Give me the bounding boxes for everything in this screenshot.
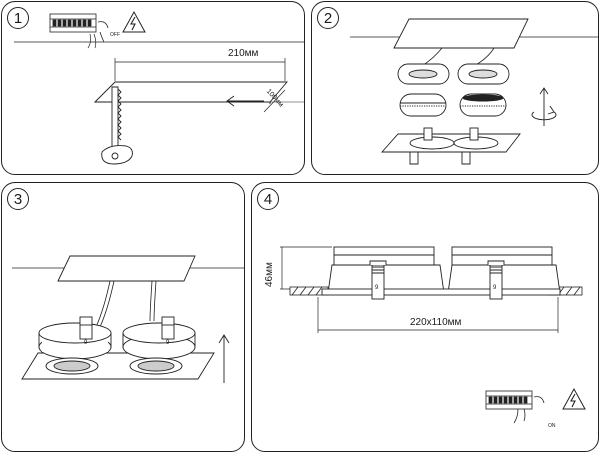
off-label: OFF xyxy=(110,32,120,38)
step-4-panel: 4 xyxy=(251,182,599,452)
fixture-frame xyxy=(380,127,521,165)
height-dimension xyxy=(280,246,332,290)
step-1-panel: 1 xyxy=(1,1,305,175)
step-4-drawing xyxy=(280,246,586,424)
step-3-panel: 3 xyxy=(1,182,245,452)
step-3-drawing xyxy=(12,255,244,383)
step-2-badge: 2 xyxy=(317,7,339,29)
step-1-drawing xyxy=(14,10,304,165)
clip-mark-left: 9 xyxy=(375,285,379,291)
double-fixture xyxy=(21,316,215,380)
lamp-left xyxy=(399,93,447,117)
step-1-badge: 1 xyxy=(7,7,29,29)
cut-direction-arrow xyxy=(226,95,264,107)
on-label: ON xyxy=(548,423,556,429)
lamp-right xyxy=(459,93,507,117)
electric-hazard-icon xyxy=(562,387,586,410)
circuit-breaker-on xyxy=(485,390,545,424)
length-dimension xyxy=(114,58,286,81)
clip-mark-right: 9 xyxy=(166,340,170,346)
ceiling-board xyxy=(393,18,529,49)
keyhole-saw-icon xyxy=(101,86,133,165)
driver-right xyxy=(457,63,510,85)
cutout-dimension xyxy=(317,297,559,333)
step-2-drawing xyxy=(350,18,598,165)
cutout-label: 220x110мм xyxy=(410,317,462,328)
rotate-arrow-icon xyxy=(531,87,557,126)
clip-mark-left: 9 xyxy=(84,340,88,346)
clip-mark-right: 9 xyxy=(493,285,497,291)
length-label: 210мм xyxy=(228,48,259,59)
step-3-badge: 3 xyxy=(7,188,29,210)
step-4-badge: 4 xyxy=(257,188,279,210)
step-2-panel: 2 xyxy=(311,1,599,175)
fixture-side-view xyxy=(321,246,561,300)
circuit-breaker-off xyxy=(49,13,109,43)
driver-left xyxy=(397,63,450,85)
electric-hazard-icon xyxy=(122,10,146,33)
height-label: 46мм xyxy=(264,262,275,287)
push-up-arrow-icon xyxy=(218,334,230,383)
ceiling-board xyxy=(57,255,196,282)
